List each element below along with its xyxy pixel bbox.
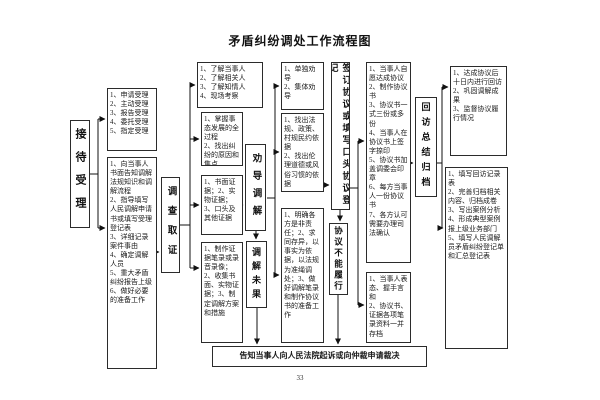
page-number: 33: [296, 374, 304, 382]
task-box-grasp-situation: 1、掌握事态发展的全过程 2、找出纠纷的原因和焦点: [201, 112, 243, 166]
stage-label-reception: 接待受理: [74, 128, 86, 220]
task-box-persuasion-methods: 1、单独劝导 2、集体劝导: [281, 62, 324, 110]
task-box-acceptance-methods: 1、申请受理 2、主动受理 3、报告受理 4、委托受理 5、指定受理: [107, 88, 157, 151]
stage-box-sign-agreement: 签订协议或填写口头协议登记: [331, 62, 350, 210]
stage-label-sign-agreement: 签订协议或填写口头协议登记: [331, 63, 350, 207]
task-box-summary-tasks: 1、填写回访记录表 2、完善归档相关内容、归档成卷 3、写出案例分析 4、形成典…: [445, 167, 508, 349]
stage-box-mediation-failed: 调解未果: [246, 241, 267, 308]
task-box-closing-archive: 1、当事人表态、握手言和 2、协议书、证据各项笔录资料一并存档: [366, 272, 411, 343]
stage-box-reception: 接待受理: [70, 120, 90, 228]
failure-notice-bar: 告知当事人向人民法院起诉或向仲裁申请裁决: [212, 346, 427, 367]
stage-box-agreement-unfulfilled: 协议不能履行: [329, 223, 348, 295]
task-box-reception-tasks: 1、向当事人书面告知调解法规知识和调解流程 2、指导填写人民调解申请书或填写受理…: [107, 157, 157, 369]
task-box-understand-parties: 1、了解当事人 2、了解相关人 3、了解知情人 4、现场考察: [197, 62, 263, 108]
task-box-mediation-principles: 1、明确各方是非责任；2、求同存异，以事实为依据，以法规为准绳调处；3、做好调解…: [281, 208, 324, 343]
stage-box-followup: 回访总结归档: [415, 97, 437, 197]
stage-label-mediation-failed: 调解未果: [251, 246, 261, 303]
task-box-evidence-actions: 1、制作证据笔录或录音录像；2、收集书面、实物证据；3、制定调解方案和措施: [201, 242, 243, 343]
task-box-evidence-types: 1、书面证据；2、实物证据；3、口头及其他证据: [201, 175, 243, 235]
page-title: 矛盾纠纷调处工作流程图: [228, 34, 372, 48]
task-box-find-basis: 1、找出法规、政策、村规民约依据 2、找出伦理道德或风俗习惯的依据: [281, 113, 324, 192]
stage-box-persuasion: 劝导调解: [245, 144, 266, 231]
stage-label-agreement-unfulfilled: 协议不能履行: [333, 226, 344, 292]
stage-box-investigation: 调查取证: [161, 177, 180, 273]
stage-label-followup: 回访总结归档: [420, 102, 431, 192]
task-box-agreement-steps: 1、当事人自愿达成协议 2、制作协议书 3、协议书一式三份或多份 4、当事人在协…: [366, 62, 411, 263]
stage-label-persuasion: 劝导调解: [250, 152, 261, 223]
stage-label-investigation: 调查取证: [165, 186, 176, 264]
task-box-followup-tasks: 1、达成协议后十日内进行回访 2、巩固调解成果 3、监督协议履行情况: [450, 66, 507, 156]
